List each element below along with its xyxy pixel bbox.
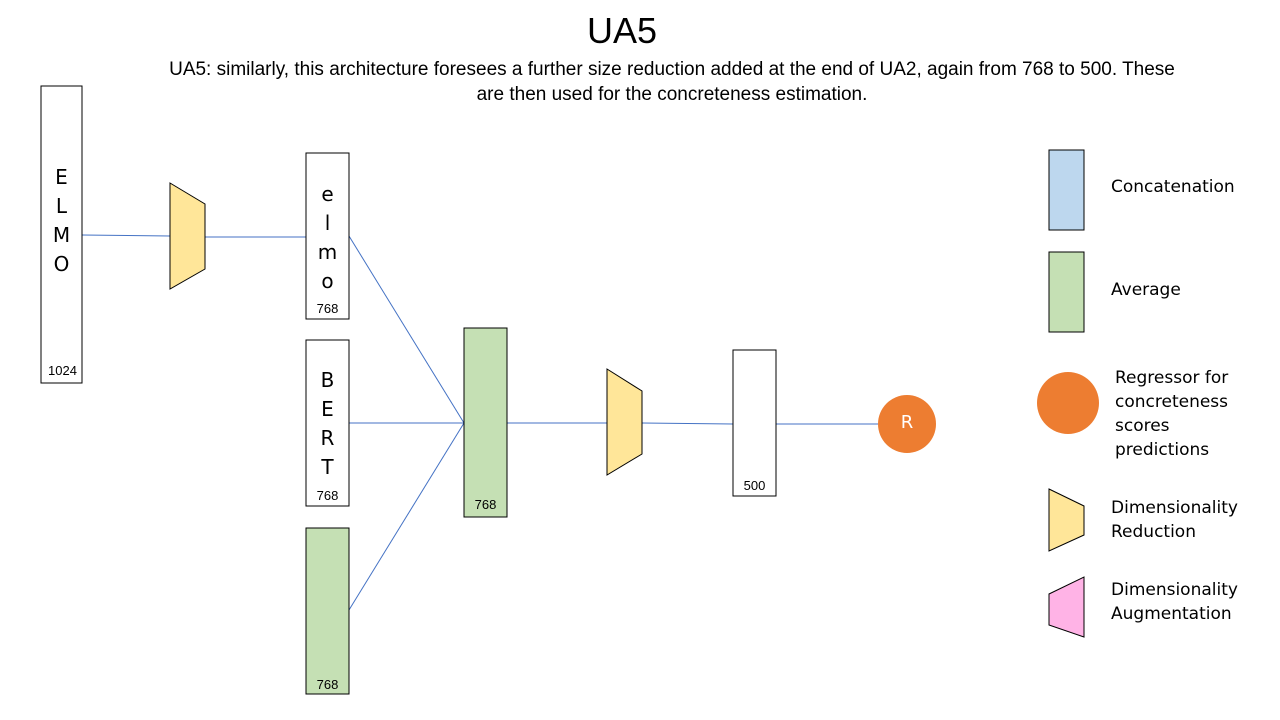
green-input-box [305,527,350,695]
letter: m [317,240,338,264]
elmo-reduced-letters: e l m o [306,180,349,296]
letter: o [321,269,334,293]
output-dim: 500 [743,478,766,493]
elmo-input-dim: 1024 [48,363,77,378]
legend-augmentation-line: Dimensionality [1111,580,1238,600]
elmo-reduced-box [305,152,350,320]
legend-augmentation-line: Augmentation [1111,604,1232,624]
letter: B [320,368,335,392]
connector-green-to-average [348,422,465,611]
legend-regressor-swatch [1037,372,1099,434]
letter: E [321,397,334,421]
letter: E [55,165,68,189]
green-input-dim: 768 [316,677,339,692]
connector-elmo768-to-average [348,235,465,424]
legend-reduction-swatch [1048,488,1085,552]
legend-average-swatch [1048,251,1085,333]
letter: R [320,426,335,450]
letter: e [321,182,334,206]
letter: O [53,252,70,276]
legend-regressor-line: Regressor for [1115,368,1229,388]
letter: T [321,455,334,479]
legend-regressor-line: concreteness [1115,392,1229,412]
legend-regressor-line: predictions [1115,440,1210,460]
legend-reduction-line: Reduction [1111,522,1196,542]
legend-concatenation-label: Concatenation [1111,177,1235,197]
letter: L [55,194,68,218]
legend-regressor-label: Regressor for concreteness scores predic… [1115,366,1228,462]
bert-box [305,339,350,507]
legend-augmentation-label: Dimensionality Augmentation [1111,578,1238,626]
legend-reduction-label: Dimensionality Reduction [1111,496,1238,544]
dimensionality-reduction-shape-1 [169,182,206,290]
connector-elmo-to-reducer [81,234,171,237]
letter: M [52,223,71,247]
output-box [732,349,777,497]
bert-letters: B E R T [306,366,349,482]
connector-reducer-to-output [641,422,734,425]
letter: l [324,211,331,235]
legend-reduction-line: Dimensionality [1111,498,1238,518]
regressor-circle [878,395,936,453]
legend-concatenation-swatch [1048,149,1085,231]
diagram-title: UA5 [586,10,658,51]
legend-average-label: Average [1111,280,1181,300]
dimensionality-reduction-shape-2 [606,368,643,476]
legend-augmentation-swatch [1048,576,1085,638]
average-dim: 768 [474,497,497,512]
elmo-reduced-dim: 768 [316,301,339,316]
average-box [463,327,508,518]
regressor-label: R [900,412,914,433]
connectors [81,234,878,611]
elmo-input-box [40,85,83,384]
legend-regressor-line: scores [1115,416,1170,436]
diagram-description: UA5: similarly, this architecture forese… [169,59,1175,105]
bert-dim: 768 [316,488,339,503]
elmo-input-letters: E L M O [41,163,82,279]
